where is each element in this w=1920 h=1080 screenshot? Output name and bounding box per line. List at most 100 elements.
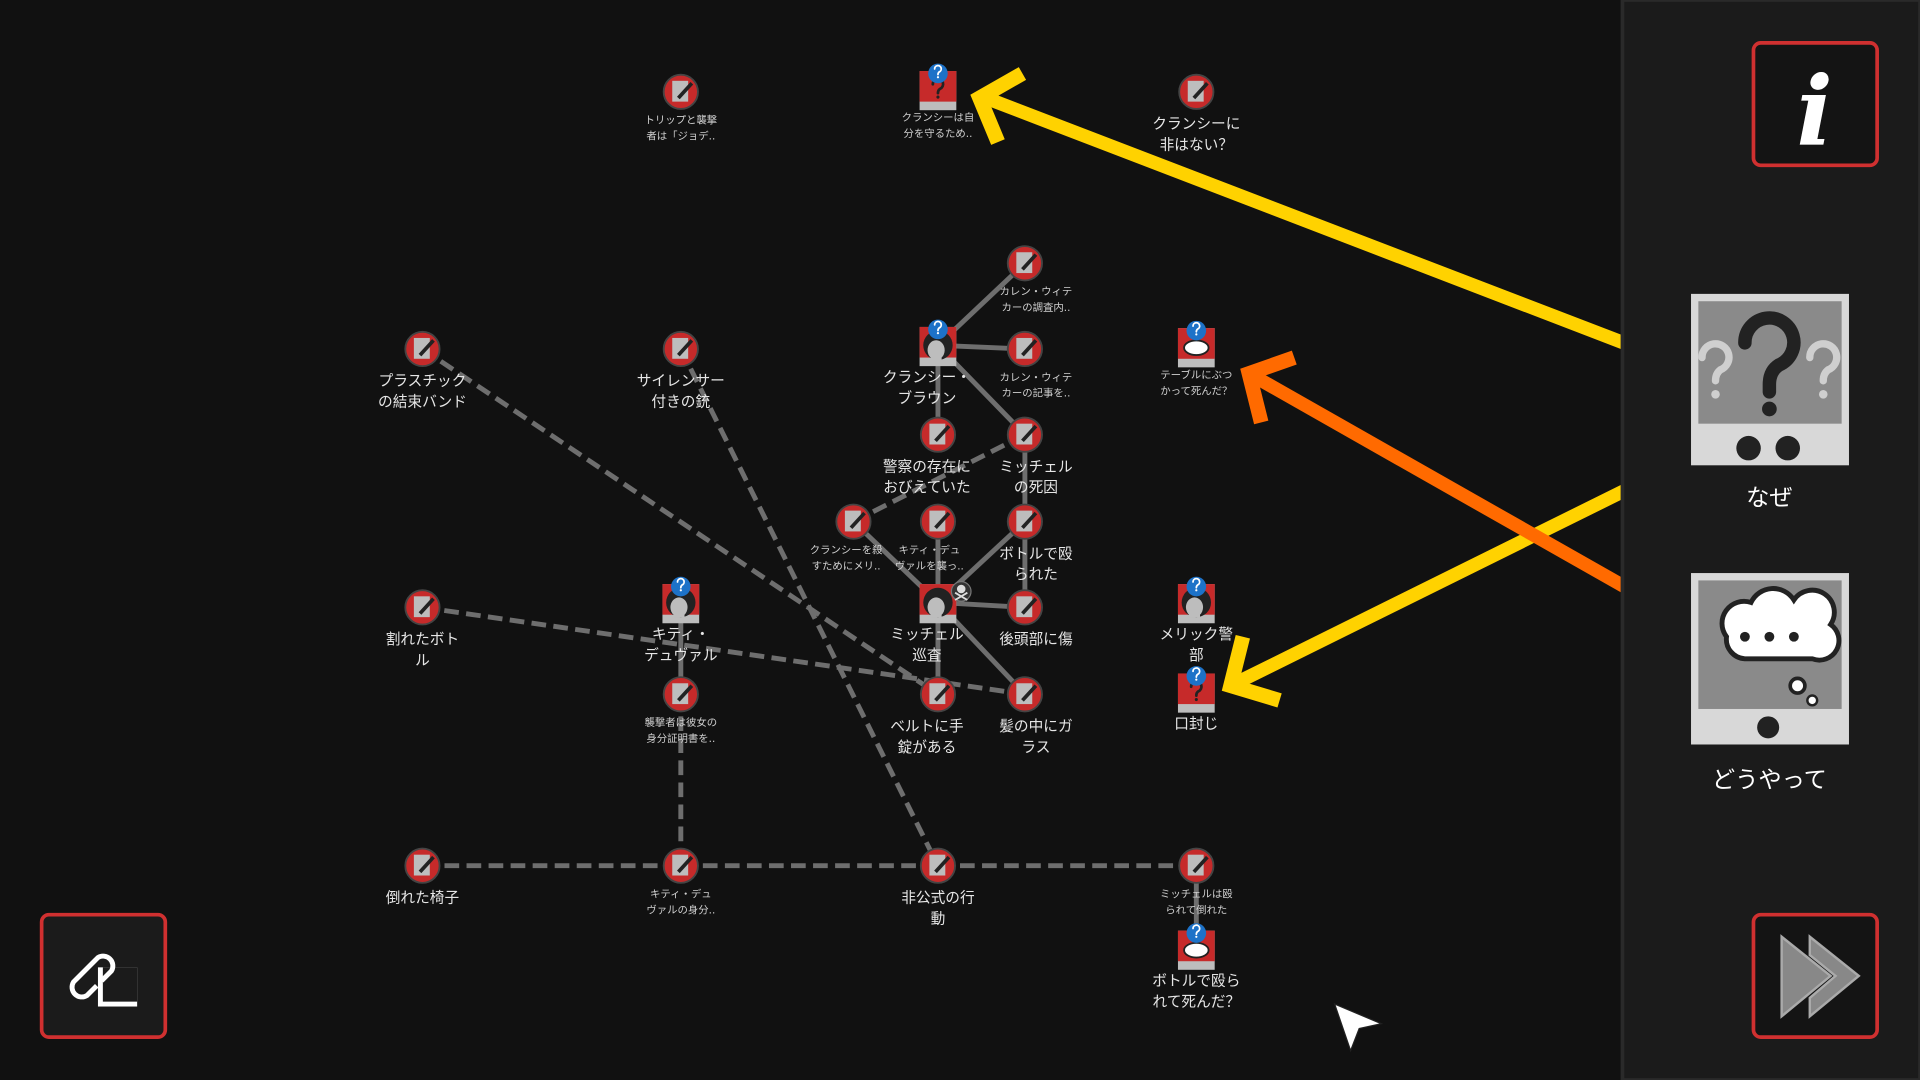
note-pencil-icon bbox=[919, 503, 957, 540]
note-pencil-icon bbox=[1006, 245, 1043, 282]
clue-label: の死因 bbox=[1014, 479, 1058, 496]
clue-label: 部 bbox=[1189, 647, 1204, 664]
clue-label: クランシーに bbox=[1152, 116, 1240, 133]
clue-node-note[interactable]: 後頭部に傷 bbox=[999, 589, 1073, 648]
badge-question-glyph bbox=[1192, 577, 1201, 592]
note-pencil-icon bbox=[1178, 73, 1215, 110]
note-pencil-icon bbox=[404, 330, 441, 368]
note-pencil-icon bbox=[404, 589, 441, 626]
skull-icon bbox=[950, 581, 972, 602]
chain-link-icon bbox=[69, 953, 138, 1007]
clue-label: 非公式の行 bbox=[901, 889, 975, 906]
clue-label: 警察の存在に bbox=[883, 457, 971, 475]
note-pencil-icon bbox=[919, 676, 957, 713]
thought-bubble-icon bbox=[1177, 328, 1215, 368]
mouse-cursor-icon bbox=[1333, 1002, 1384, 1053]
how-card[interactable] bbox=[1691, 573, 1849, 745]
clue-label: テーブルにぶつ bbox=[1160, 368, 1232, 381]
question-marks-icon bbox=[1698, 311, 1841, 417]
note-pencil-icon bbox=[1006, 676, 1043, 713]
clue-node-person[interactable]: クランシー・ブラウン bbox=[883, 319, 971, 407]
why-label: なぜ bbox=[1746, 485, 1793, 512]
person-head-icon bbox=[662, 584, 700, 624]
clue-label: プラスチック bbox=[379, 373, 467, 390]
note-pencil-icon bbox=[1178, 847, 1215, 884]
unknown-badge-icon bbox=[1186, 666, 1207, 686]
link-mode-button[interactable] bbox=[39, 912, 168, 1039]
clue-node-question[interactable]: 口封じ bbox=[1174, 666, 1218, 733]
note-pencil-icon bbox=[662, 330, 699, 368]
badge-question-glyph bbox=[1192, 924, 1201, 938]
unknown-badge-icon bbox=[1186, 576, 1207, 597]
clue-label: られて倒れた bbox=[1165, 904, 1227, 916]
unknown-badge-icon bbox=[928, 319, 948, 340]
clue-label: キティ・ bbox=[652, 626, 710, 643]
clue-label: 襲撃者は彼女の bbox=[644, 716, 717, 729]
clue-label: 口封じ bbox=[1174, 716, 1218, 733]
clue-label: 髪の中にガ bbox=[999, 718, 1072, 735]
clue-label: 身分証明書を.. bbox=[646, 732, 715, 745]
clue-label: 割れたボト bbox=[386, 631, 459, 648]
clue-label: 付きの銃 bbox=[651, 394, 710, 411]
clue-node-note[interactable]: 倒れた椅子 bbox=[386, 847, 459, 907]
clue-node-person[interactable]: キティ・デュヴァル bbox=[644, 576, 718, 664]
clue-label: デュヴァル bbox=[644, 646, 717, 664]
dashed-link bbox=[678, 347, 941, 867]
clue-label: カーの調査内.. bbox=[1001, 301, 1070, 314]
note-pencil-icon bbox=[662, 847, 699, 884]
clue-label: 倒れた椅子 bbox=[386, 889, 459, 906]
note-pencil-icon bbox=[835, 503, 872, 540]
clue-label: ヴァルの身分.. bbox=[646, 903, 715, 916]
note-pencil-icon bbox=[1006, 589, 1043, 626]
how-label: どうやって bbox=[1712, 766, 1827, 793]
clue-label: 動 bbox=[931, 910, 946, 927]
person-head-icon bbox=[919, 584, 957, 624]
clue-label: ヴァルを襲っ.. bbox=[895, 559, 964, 572]
why-card[interactable] bbox=[1691, 293, 1849, 466]
clue-label: の結束バンド bbox=[378, 394, 467, 411]
clue-label: れて死んだ？ bbox=[1152, 994, 1240, 1011]
clue-label: 分を守るため.. bbox=[903, 127, 972, 140]
clue-label: クランシー・ bbox=[883, 369, 971, 386]
note-pencil-icon bbox=[662, 73, 699, 110]
note-pencil-icon bbox=[404, 847, 441, 884]
clue-label: られた bbox=[1014, 566, 1058, 583]
thought-bubble-icon bbox=[1719, 586, 1842, 707]
clue-label: ミッチェル bbox=[999, 458, 1072, 475]
note-pencil-icon bbox=[919, 847, 957, 884]
clue-label: 者は「ジョデ.. bbox=[646, 130, 715, 143]
badge-question-glyph bbox=[933, 64, 943, 79]
dashed-link bbox=[422, 604, 1026, 697]
info-button[interactable]: i bbox=[1751, 41, 1879, 168]
clue-label: ミッチェルは殴 bbox=[1160, 889, 1233, 901]
clue-label: ラス bbox=[1021, 739, 1050, 756]
next-button[interactable] bbox=[1751, 912, 1879, 1039]
clue-label: サイレンサー bbox=[637, 373, 725, 390]
note-pencil-icon bbox=[919, 416, 957, 453]
